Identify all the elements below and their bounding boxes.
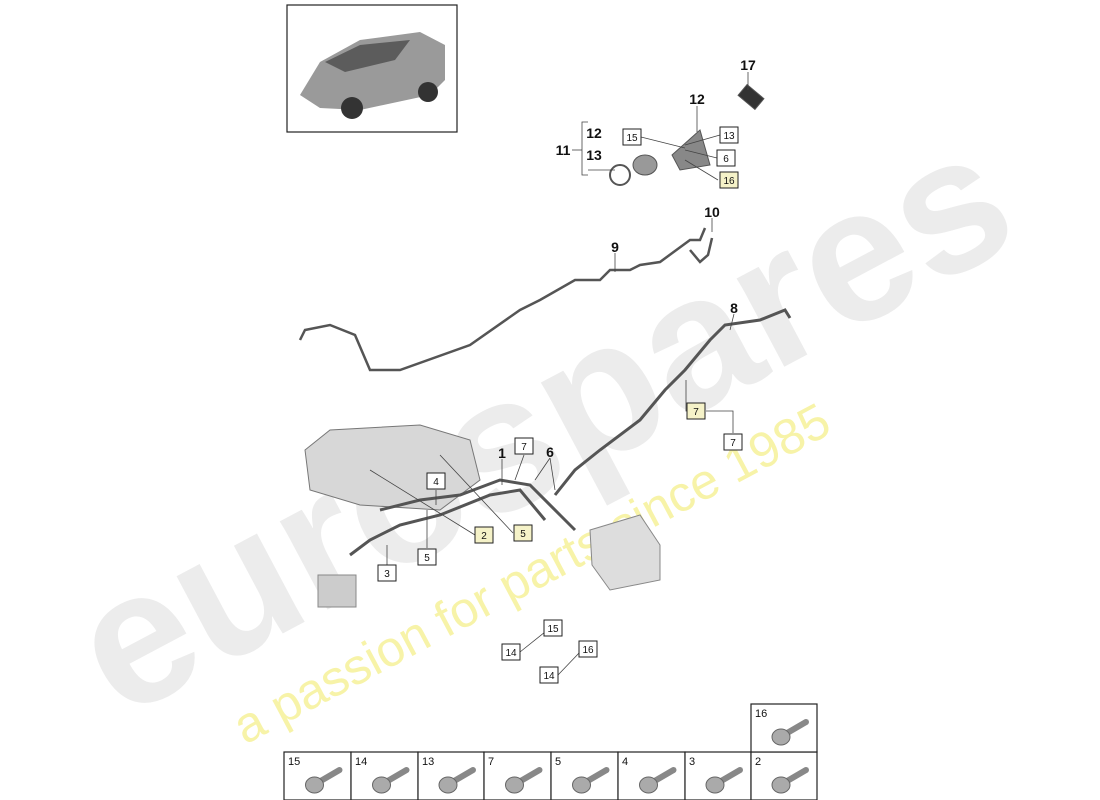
fastener-table: 15 14 13 7 5 4 3 2 16 bbox=[283, 703, 818, 800]
boxed-callout-label: 7 bbox=[693, 407, 699, 418]
vehicle-thumbnail bbox=[286, 4, 458, 133]
callout-1: 1 bbox=[498, 445, 506, 461]
boxed-callout-label: 15 bbox=[626, 133, 638, 144]
fastener-number: 16 bbox=[755, 708, 767, 720]
boxed-callout-label: 7 bbox=[730, 438, 736, 449]
fastener-cell-16[interactable]: 16 bbox=[750, 703, 818, 753]
screw-head-icon bbox=[639, 776, 658, 794]
boxed-callout-label: 4 bbox=[433, 477, 439, 488]
boxed-callout-label: 15 bbox=[547, 624, 559, 635]
callout-13-sub: 13 bbox=[586, 147, 602, 163]
callout-10: 10 bbox=[704, 204, 720, 220]
fastener-number: 13 bbox=[422, 756, 434, 768]
boxed-callout-label: 5 bbox=[424, 553, 430, 564]
callout-12: 12 bbox=[689, 91, 705, 107]
boxed-callout-label: 13 bbox=[723, 131, 735, 142]
boxed-callout-13[interactable]: 13 bbox=[719, 126, 739, 144]
fastener-cell-13[interactable]: 13 bbox=[417, 751, 485, 800]
fastener-cell-5[interactable]: 5 bbox=[550, 751, 619, 800]
boxed-callout-7[interactable]: 7 bbox=[723, 433, 743, 451]
boxed-callout-6[interactable]: 6 bbox=[716, 149, 736, 167]
boxed-callout-14[interactable]: 14 bbox=[501, 643, 521, 661]
leader-lines bbox=[369, 72, 749, 676]
callout-8: 8 bbox=[730, 300, 738, 316]
fastener-cell-7[interactable]: 7 bbox=[483, 751, 552, 800]
boxed-callout-5[interactable]: 5 bbox=[417, 548, 437, 566]
fastener-cell-2[interactable]: 2 bbox=[750, 751, 818, 800]
screw-head-icon bbox=[771, 728, 791, 746]
boxed-callout-16[interactable]: 16 bbox=[719, 171, 739, 189]
boxed-callout-7[interactable]: 7 bbox=[686, 402, 706, 420]
boxed-callout-15[interactable]: 15 bbox=[622, 128, 642, 146]
boxed-callout-3[interactable]: 3 bbox=[377, 564, 397, 582]
fastener-cell-15[interactable]: 15 bbox=[283, 751, 352, 800]
watermark-brand: eurospares bbox=[40, 88, 1044, 756]
fastener-number: 3 bbox=[689, 756, 695, 768]
boxed-callout-15[interactable]: 15 bbox=[543, 619, 563, 637]
boxed-callout-label: 6 bbox=[723, 154, 729, 165]
callout-11: 11 bbox=[556, 142, 571, 158]
fastener-cell-4[interactable]: 4 bbox=[617, 751, 686, 800]
boxed-callout-5[interactable]: 5 bbox=[513, 524, 533, 542]
callout-12-sub: 12 bbox=[586, 125, 602, 141]
part-drawings bbox=[298, 83, 792, 608]
boxed-callout-label: 7 bbox=[521, 442, 527, 453]
boxed-callout-label: 14 bbox=[505, 648, 517, 659]
boxed-callout-label: 16 bbox=[582, 645, 594, 656]
boxed-callout-16[interactable]: 16 bbox=[578, 640, 598, 658]
boxed-callout-label: 16 bbox=[723, 176, 735, 187]
fastener-number: 15 bbox=[288, 756, 300, 768]
screw-head-icon bbox=[305, 776, 324, 794]
fastener-cell-14[interactable]: 14 bbox=[350, 751, 419, 800]
boxed-callout-label: 3 bbox=[384, 569, 390, 580]
callout-17: 17 bbox=[740, 57, 756, 73]
boxed-callout-7[interactable]: 7 bbox=[514, 437, 534, 455]
screw-head-icon bbox=[438, 776, 458, 794]
fastener-number: 2 bbox=[755, 756, 761, 768]
boxed-callout-14[interactable]: 14 bbox=[539, 666, 559, 684]
boxed-callout-4[interactable]: 4 bbox=[426, 472, 446, 490]
screw-head-icon bbox=[771, 776, 791, 794]
screw-head-icon bbox=[372, 776, 391, 794]
screw-head-icon bbox=[705, 776, 725, 794]
fastener-number: 7 bbox=[488, 756, 494, 768]
boxed-callout-label: 5 bbox=[520, 529, 526, 540]
bold-callouts: 17 12 11 12 13 10 9 8 1 6 bbox=[498, 57, 756, 461]
fastener-number: 5 bbox=[555, 756, 561, 768]
boxed-callout-label: 2 bbox=[481, 531, 487, 542]
boxed-callout-label: 14 bbox=[543, 671, 555, 682]
fastener-number: 14 bbox=[355, 756, 367, 768]
fastener-cell-3[interactable]: 3 bbox=[684, 751, 752, 800]
fastener-number: 4 bbox=[622, 756, 628, 768]
callout-9: 9 bbox=[611, 239, 619, 255]
watermark: eurospares a passion for parts since 198… bbox=[40, 88, 1044, 756]
screw-head-icon bbox=[572, 776, 591, 794]
boxed-callout-2[interactable]: 2 bbox=[474, 526, 494, 544]
callout-6: 6 bbox=[546, 444, 554, 460]
screw-head-icon bbox=[505, 776, 524, 794]
